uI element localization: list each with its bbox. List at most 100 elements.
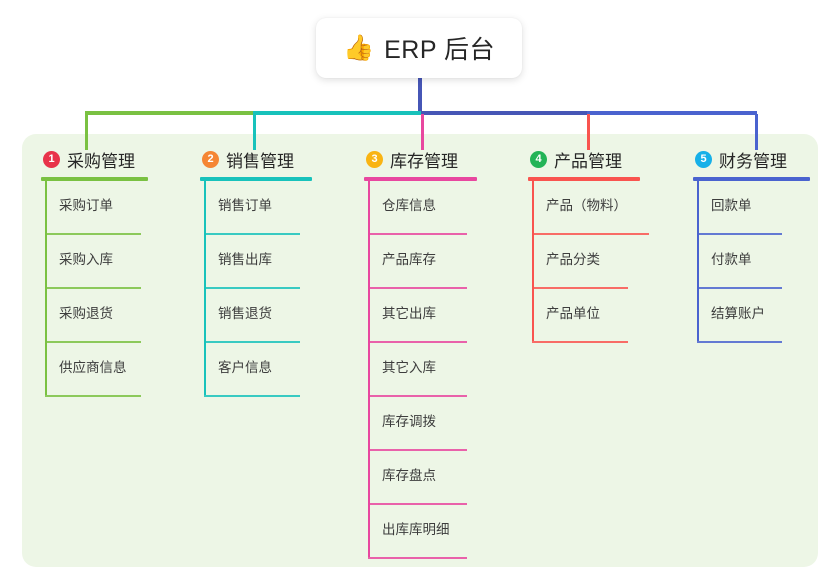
leaf-item-underline bbox=[368, 287, 467, 289]
branch-items-2: 销售订单销售出库销售退货客户信息 bbox=[204, 181, 312, 397]
connector-trunk bbox=[418, 78, 422, 114]
leaf-item-label: 出库库明细 bbox=[382, 522, 450, 537]
leaf-item[interactable]: 产品库存 bbox=[368, 235, 477, 289]
leaf-item[interactable]: 产品分类 bbox=[532, 235, 640, 289]
connector-bar-3 bbox=[421, 111, 589, 115]
leaf-item-label: 库存调拨 bbox=[382, 414, 436, 429]
leaf-item-label: 产品单位 bbox=[546, 306, 600, 321]
leaf-item[interactable]: 其它出库 bbox=[368, 289, 477, 343]
connector-bar-4 bbox=[587, 111, 757, 115]
branch-header-3[interactable]: 3 库存管理 bbox=[364, 146, 477, 172]
leaf-item-underline bbox=[368, 449, 467, 451]
branch-label-2: 销售管理 bbox=[226, 151, 294, 171]
leaf-item-label: 采购订单 bbox=[59, 198, 113, 213]
leaf-item[interactable]: 客户信息 bbox=[204, 343, 312, 397]
leaf-item-underline bbox=[368, 503, 467, 505]
leaf-item-label: 其它入库 bbox=[382, 360, 436, 375]
leaf-item-label: 产品（物料） bbox=[546, 198, 627, 213]
leaf-item[interactable]: 产品单位 bbox=[532, 289, 640, 343]
leaf-item-underline bbox=[368, 341, 467, 343]
branch-label-5: 财务管理 bbox=[719, 151, 787, 171]
branch-underline-5 bbox=[693, 177, 810, 181]
leaf-item[interactable]: 其它入库 bbox=[368, 343, 477, 397]
thumbs-up-icon: 👍 bbox=[342, 33, 375, 62]
leaf-item[interactable]: 付款单 bbox=[697, 235, 810, 289]
leaf-item-underline bbox=[368, 557, 467, 559]
diagram-panel bbox=[22, 134, 818, 567]
leaf-item-label: 回款单 bbox=[711, 198, 752, 213]
leaf-item-label: 付款单 bbox=[711, 252, 752, 267]
branch-underline-3 bbox=[364, 177, 477, 181]
leaf-item[interactable]: 结算账户 bbox=[697, 289, 810, 343]
branch-badge-1: 1 bbox=[43, 150, 60, 168]
connector-bar-2 bbox=[253, 111, 423, 115]
leaf-item[interactable]: 产品（物料） bbox=[532, 181, 649, 235]
branch-column-3: 3 库存管理仓库信息产品库存其它出库其它入库库存调拨库存盘点出库库明细 bbox=[364, 146, 477, 559]
leaf-item-label: 销售出库 bbox=[218, 252, 272, 267]
connector-drop-3 bbox=[421, 114, 424, 150]
leaf-item-label: 客户信息 bbox=[218, 360, 272, 375]
branch-items-1: 采购订单采购入库采购退货供应商信息 bbox=[45, 181, 148, 397]
connector-bar-1 bbox=[85, 111, 255, 115]
leaf-item-underline bbox=[697, 233, 782, 235]
leaf-item-underline bbox=[45, 233, 141, 235]
leaf-item[interactable]: 供应商信息 bbox=[45, 343, 148, 397]
leaf-item[interactable]: 采购退货 bbox=[45, 289, 148, 343]
branch-column-1: 1 采购管理采购订单采购入库采购退货供应商信息 bbox=[41, 146, 148, 397]
branch-label-1: 采购管理 bbox=[67, 151, 135, 171]
leaf-item-underline bbox=[532, 341, 628, 343]
leaf-item-label: 仓库信息 bbox=[382, 198, 436, 213]
branch-stem-4 bbox=[532, 181, 534, 341]
leaf-item[interactable]: 采购订单 bbox=[45, 181, 148, 235]
leaf-item[interactable]: 仓库信息 bbox=[368, 181, 477, 235]
branch-stem-3 bbox=[368, 181, 370, 557]
leaf-item-underline bbox=[204, 341, 300, 343]
root-node-erp-backend[interactable]: 👍 ERP 后台 bbox=[316, 18, 522, 78]
leaf-item-label: 供应商信息 bbox=[59, 360, 127, 375]
leaf-item-underline bbox=[697, 287, 782, 289]
leaf-item-underline bbox=[697, 341, 782, 343]
branch-header-4[interactable]: 4 产品管理 bbox=[528, 146, 640, 172]
branch-label-4: 产品管理 bbox=[554, 151, 622, 171]
branch-items-3: 仓库信息产品库存其它出库其它入库库存调拨库存盘点出库库明细 bbox=[368, 181, 477, 559]
leaf-item-underline bbox=[532, 287, 628, 289]
leaf-item[interactable]: 采购入库 bbox=[45, 235, 148, 289]
leaf-item[interactable]: 库存调拨 bbox=[368, 397, 477, 451]
connector-drop-5 bbox=[755, 114, 758, 150]
root-node-label: ERP 后台 bbox=[384, 36, 496, 64]
branch-underline-4 bbox=[528, 177, 640, 181]
leaf-item[interactable]: 库存盘点 bbox=[368, 451, 477, 505]
leaf-item-underline bbox=[532, 233, 649, 235]
leaf-item-label: 其它出库 bbox=[382, 306, 436, 321]
connector-drop-1 bbox=[85, 114, 88, 150]
leaf-item-underline bbox=[204, 395, 300, 397]
leaf-item-label: 结算账户 bbox=[711, 306, 765, 321]
branch-underline-2 bbox=[200, 177, 312, 181]
leaf-item-label: 库存盘点 bbox=[382, 468, 436, 483]
branch-items-4: 产品（物料） 产品分类产品单位 bbox=[532, 181, 649, 343]
leaf-item[interactable]: 回款单 bbox=[697, 181, 810, 235]
leaf-item[interactable]: 销售出库 bbox=[204, 235, 312, 289]
leaf-item[interactable]: 出库库明细 bbox=[368, 505, 477, 559]
leaf-item[interactable]: 销售退货 bbox=[204, 289, 312, 343]
branch-header-1[interactable]: 1 采购管理 bbox=[41, 146, 148, 172]
branch-items-5: 回款单付款单结算账户 bbox=[697, 181, 810, 343]
leaf-item-label: 销售退货 bbox=[218, 306, 272, 321]
branch-badge-3: 3 bbox=[366, 150, 383, 168]
connector-drop-2 bbox=[253, 114, 256, 150]
branch-underline-1 bbox=[41, 177, 148, 181]
leaf-item[interactable]: 销售订单 bbox=[204, 181, 312, 235]
branch-label-3: 库存管理 bbox=[390, 151, 458, 171]
leaf-item-underline bbox=[45, 287, 141, 289]
leaf-item-underline bbox=[45, 395, 141, 397]
leaf-item-underline bbox=[368, 395, 467, 397]
branch-badge-4: 4 bbox=[530, 150, 547, 168]
leaf-item-label: 采购退货 bbox=[59, 306, 113, 321]
leaf-item-underline bbox=[45, 341, 141, 343]
branch-stem-5 bbox=[697, 181, 699, 341]
